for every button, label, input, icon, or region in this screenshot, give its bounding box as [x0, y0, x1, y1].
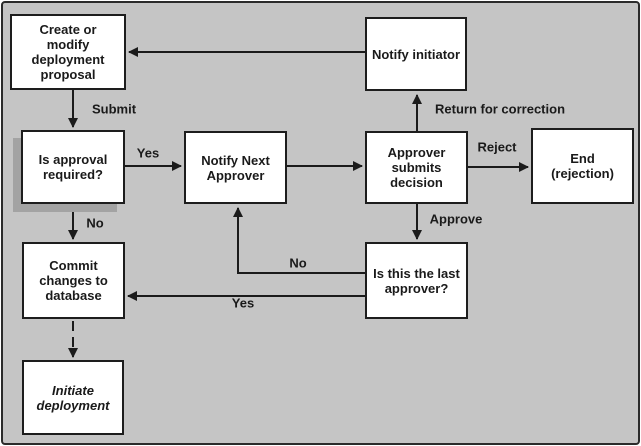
node-notify-next-approver: Notify Next Approver: [184, 131, 287, 204]
node-create-proposal: Create or modify deployment proposal: [10, 14, 126, 90]
edge-label-reject: Reject: [477, 139, 517, 155]
node-initiate-deployment: Initiate deployment: [22, 360, 124, 435]
node-end-rejection: End (rejection): [531, 128, 634, 204]
edge-label-approve: Approve: [429, 211, 483, 227]
edge-label-approval-no: No: [86, 215, 104, 231]
edge-label-submit: Submit: [91, 101, 137, 117]
edge-label-last-approver-yes: Yes: [231, 295, 255, 311]
edge-label-approval-yes: Yes: [136, 145, 160, 161]
flowchart-arrows: [68, 47, 529, 358]
node-approver-submits-decision: Approver submits decision: [365, 131, 468, 204]
node-is-last-approver: Is this the last approver?: [365, 242, 468, 319]
node-commit-changes: Commit changes to database: [22, 242, 125, 319]
edge-label-last-approver-no: No: [289, 255, 307, 271]
node-is-approval-required: Is approval required?: [21, 130, 125, 204]
edge-label-return-for-correction: Return for correction: [434, 101, 566, 117]
node-notify-initiator: Notify initiator: [365, 17, 467, 91]
